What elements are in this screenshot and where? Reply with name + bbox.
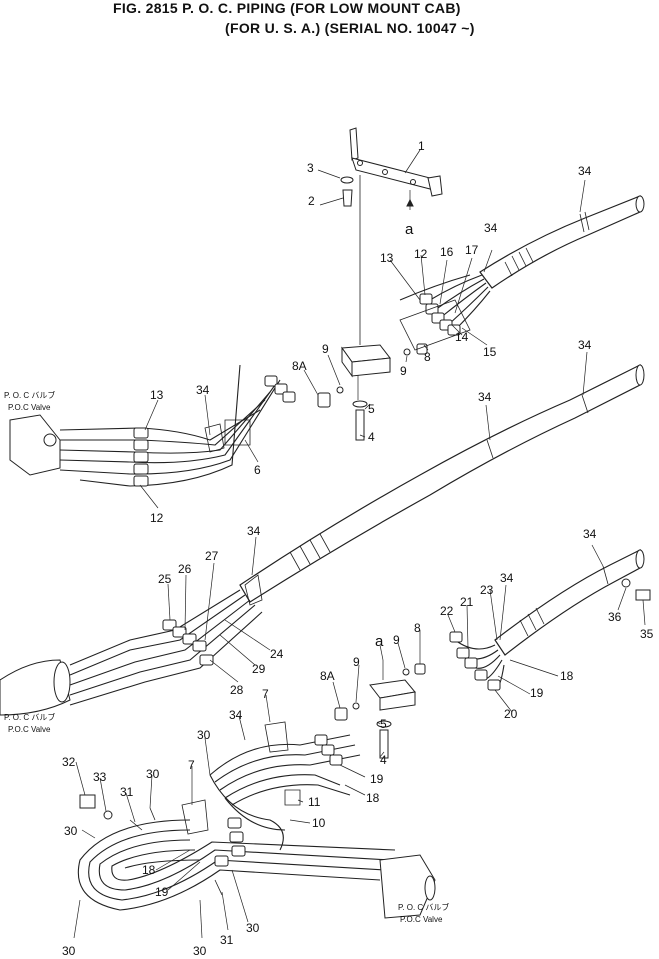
callout-24: 24 <box>270 647 284 661</box>
callout-10: 10 <box>312 816 326 830</box>
valve-label-en: P.O.C Valve <box>8 403 51 412</box>
junction-block-top <box>317 343 428 441</box>
callout-8: 8 <box>414 621 421 635</box>
callout-34: 34 <box>583 527 597 541</box>
callout-a: a <box>375 633 384 650</box>
leader-lines <box>73 149 646 939</box>
callout-16: 16 <box>440 245 454 259</box>
callout-14: 14 <box>455 330 469 344</box>
callout-30: 30 <box>197 728 211 742</box>
title-line-1: FIG. 2815 P. O. C. PIPING (FOR LOW MOUNT… <box>113 0 461 16</box>
callout-9: 9 <box>393 633 400 647</box>
valve-label-en: P.O.C Valve <box>400 915 443 924</box>
hose-group-left-middle <box>0 589 263 716</box>
hose-group-right-middle <box>449 549 651 691</box>
callout-30: 30 <box>193 944 207 958</box>
callout-7: 7 <box>188 758 195 772</box>
callout-19: 19 <box>370 772 384 786</box>
callout-11: 11 <box>308 795 321 809</box>
callout-17: 17 <box>465 243 479 257</box>
callout-34: 34 <box>484 221 498 235</box>
callout-4: 4 <box>368 430 375 444</box>
callout-1: 1 <box>418 139 425 153</box>
callout-13: 13 <box>150 388 164 402</box>
callout-34: 34 <box>478 390 492 404</box>
title-line-2: (FOR U. S. A.) (SERIAL NO. 10047 ~) <box>225 20 475 36</box>
callout-35: 35 <box>640 627 654 641</box>
hose-group-left-top <box>9 364 296 487</box>
callouts: 1 2 3 a 34 34 12 16 17 13 14 15 9 9 8 8A… <box>62 139 654 958</box>
callout-12: 12 <box>150 511 164 525</box>
callout-25: 25 <box>158 572 172 586</box>
callout-5: 5 <box>368 402 375 416</box>
callout-19: 19 <box>155 885 169 899</box>
hose-group-bottom <box>77 721 436 919</box>
callout-27: 27 <box>205 549 219 563</box>
callout-a: a <box>405 221 414 238</box>
callout-18: 18 <box>560 669 574 683</box>
top-bracket <box>340 127 443 345</box>
callout-4: 4 <box>380 753 387 767</box>
hose-bundle-top-right <box>399 195 645 351</box>
valve-label-jp: P. O. C バルブ <box>4 390 55 400</box>
callout-26: 26 <box>178 562 192 576</box>
callout-7: 7 <box>262 687 269 701</box>
valve-label-bottom: P. O. C バルブ P.O.C Valve <box>398 902 449 924</box>
callout-31: 31 <box>120 785 134 799</box>
callout-8: 8 <box>424 350 431 364</box>
callout-30: 30 <box>246 921 260 935</box>
callout-21: 21 <box>460 595 474 609</box>
callout-30: 30 <box>146 767 160 781</box>
callout-15: 15 <box>483 345 497 359</box>
callout-30: 30 <box>64 824 78 838</box>
callout-9: 9 <box>400 364 407 378</box>
callout-34: 34 <box>229 708 243 722</box>
callout-8A: 8A <box>292 359 307 373</box>
callout-20: 20 <box>504 707 518 721</box>
callout-31: 31 <box>220 933 234 947</box>
callout-22: 22 <box>440 604 454 618</box>
valve-label-middle: P. O. C バルブ P.O.C Valve <box>4 712 55 734</box>
callout-6: 6 <box>254 463 261 477</box>
callout-13: 13 <box>380 251 394 265</box>
valve-label-jp: P. O. C バルブ <box>4 712 55 722</box>
callout-32: 32 <box>62 755 76 769</box>
valve-label-top: P. O. C バルブ P.O.C Valve <box>4 390 55 412</box>
callout-34: 34 <box>196 383 210 397</box>
callout-9: 9 <box>322 342 329 356</box>
callout-5: 5 <box>380 717 387 731</box>
hose-bundle-middle <box>239 364 645 606</box>
callout-19: 19 <box>530 686 544 700</box>
callout-34: 34 <box>578 338 592 352</box>
callout-18: 18 <box>366 791 380 805</box>
callout-8A: 8A <box>320 669 335 683</box>
callout-29: 29 <box>252 662 266 676</box>
callout-9: 9 <box>353 655 360 669</box>
valve-label-jp: P. O. C バルブ <box>398 902 449 912</box>
figure-title: FIG. 2815 P. O. C. PIPING (FOR LOW MOUNT… <box>0 0 659 50</box>
callout-2: 2 <box>308 194 315 208</box>
junction-block-bottom <box>334 660 426 759</box>
valve-label-en: P.O.C Valve <box>8 725 51 734</box>
callout-3: 3 <box>307 161 314 175</box>
callout-36: 36 <box>608 610 622 624</box>
callout-33: 33 <box>93 770 107 784</box>
callout-34: 34 <box>500 571 514 585</box>
callout-30: 30 <box>62 944 76 958</box>
callout-18: 18 <box>142 863 156 877</box>
callout-28: 28 <box>230 683 244 697</box>
callout-12: 12 <box>414 247 428 261</box>
callout-34: 34 <box>578 164 592 178</box>
callout-23: 23 <box>480 583 494 597</box>
callout-34: 34 <box>247 524 261 538</box>
